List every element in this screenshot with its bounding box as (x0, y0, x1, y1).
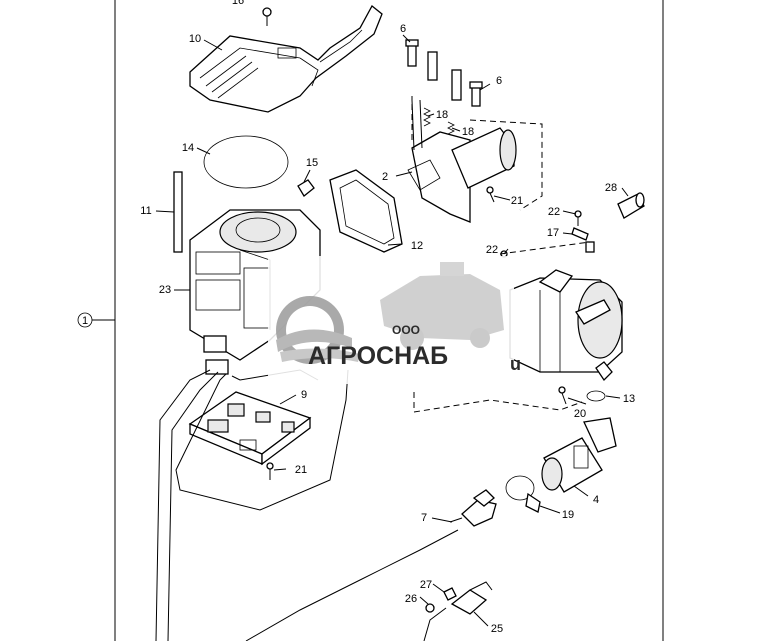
label-23: 23 (159, 284, 171, 296)
label-28: 28 (605, 182, 617, 194)
label-22-top: 22 (548, 206, 560, 218)
part-25-fuel-pump (423, 581, 493, 641)
label-4: 4 (593, 494, 599, 506)
label-26: 26 (405, 593, 417, 605)
label-18-b: 18 (462, 126, 474, 138)
part-4-water-pump (541, 417, 617, 493)
heat-exchanger (509, 269, 623, 382)
part-19-clamp (505, 475, 541, 513)
part-26-27-small-parts (425, 587, 457, 613)
label-12: 12 (411, 240, 423, 252)
part-6-sensors (405, 39, 483, 107)
leader-lines (92, 34, 629, 627)
label-1: 1 (82, 315, 88, 327)
part-2-motor-assembly (407, 99, 517, 223)
part-13-oring (586, 390, 606, 402)
watermark-logo (276, 296, 360, 364)
label-17: 17 (547, 227, 559, 239)
label-19: 19 (562, 509, 574, 521)
part-16-screw (262, 7, 272, 26)
part-28-fitting (617, 192, 645, 219)
part-21-screws (266, 186, 495, 480)
label-11: 11 (140, 205, 151, 217)
label-15: 15 (306, 157, 318, 169)
wiring-harness (155, 369, 459, 641)
callout-labels: 1 2 4 6 6 7 9 10 11 12 13 14 15 16 17 18… (77, 0, 635, 635)
watermark-prefix: ООО (392, 323, 420, 337)
label-2: 2 (382, 171, 388, 183)
watermark-harvester (380, 262, 504, 350)
label-25: 25 (491, 623, 503, 635)
label-21-top: 21 (511, 195, 523, 207)
part-14-gasket (203, 135, 289, 189)
exchanger-screw (558, 386, 567, 405)
label-16: 16 (232, 0, 244, 7)
label-22-mid: 22 (486, 244, 498, 256)
label-21-bottom: 21 (295, 464, 307, 476)
label-20: 20 (574, 408, 586, 420)
label-13: 13 (623, 393, 635, 405)
part-7-fuel-connector (449, 489, 497, 527)
part-11-strip (173, 171, 183, 253)
part-9-control-board (188, 391, 312, 466)
label-18-a: 18 (436, 109, 448, 121)
connector-block (203, 335, 229, 375)
assembly-dash-outline (411, 96, 543, 211)
watermark-suffix: u (510, 354, 521, 374)
label-10: 10 (189, 33, 201, 45)
label-6-top: 6 (400, 23, 406, 35)
watermark-name: АГРОСНАБ (308, 342, 448, 370)
label-6-right: 6 (496, 75, 502, 87)
label-14: 14 (182, 142, 194, 154)
label-27: 27 (420, 579, 432, 591)
part-10-cover (189, 5, 383, 113)
label-9: 9 (301, 389, 307, 401)
exchanger-dash-outline (413, 241, 591, 413)
label-7: 7 (421, 512, 427, 524)
part-15-clip (297, 179, 315, 197)
watermark: ООО АГРОСНАБ u (268, 256, 521, 384)
